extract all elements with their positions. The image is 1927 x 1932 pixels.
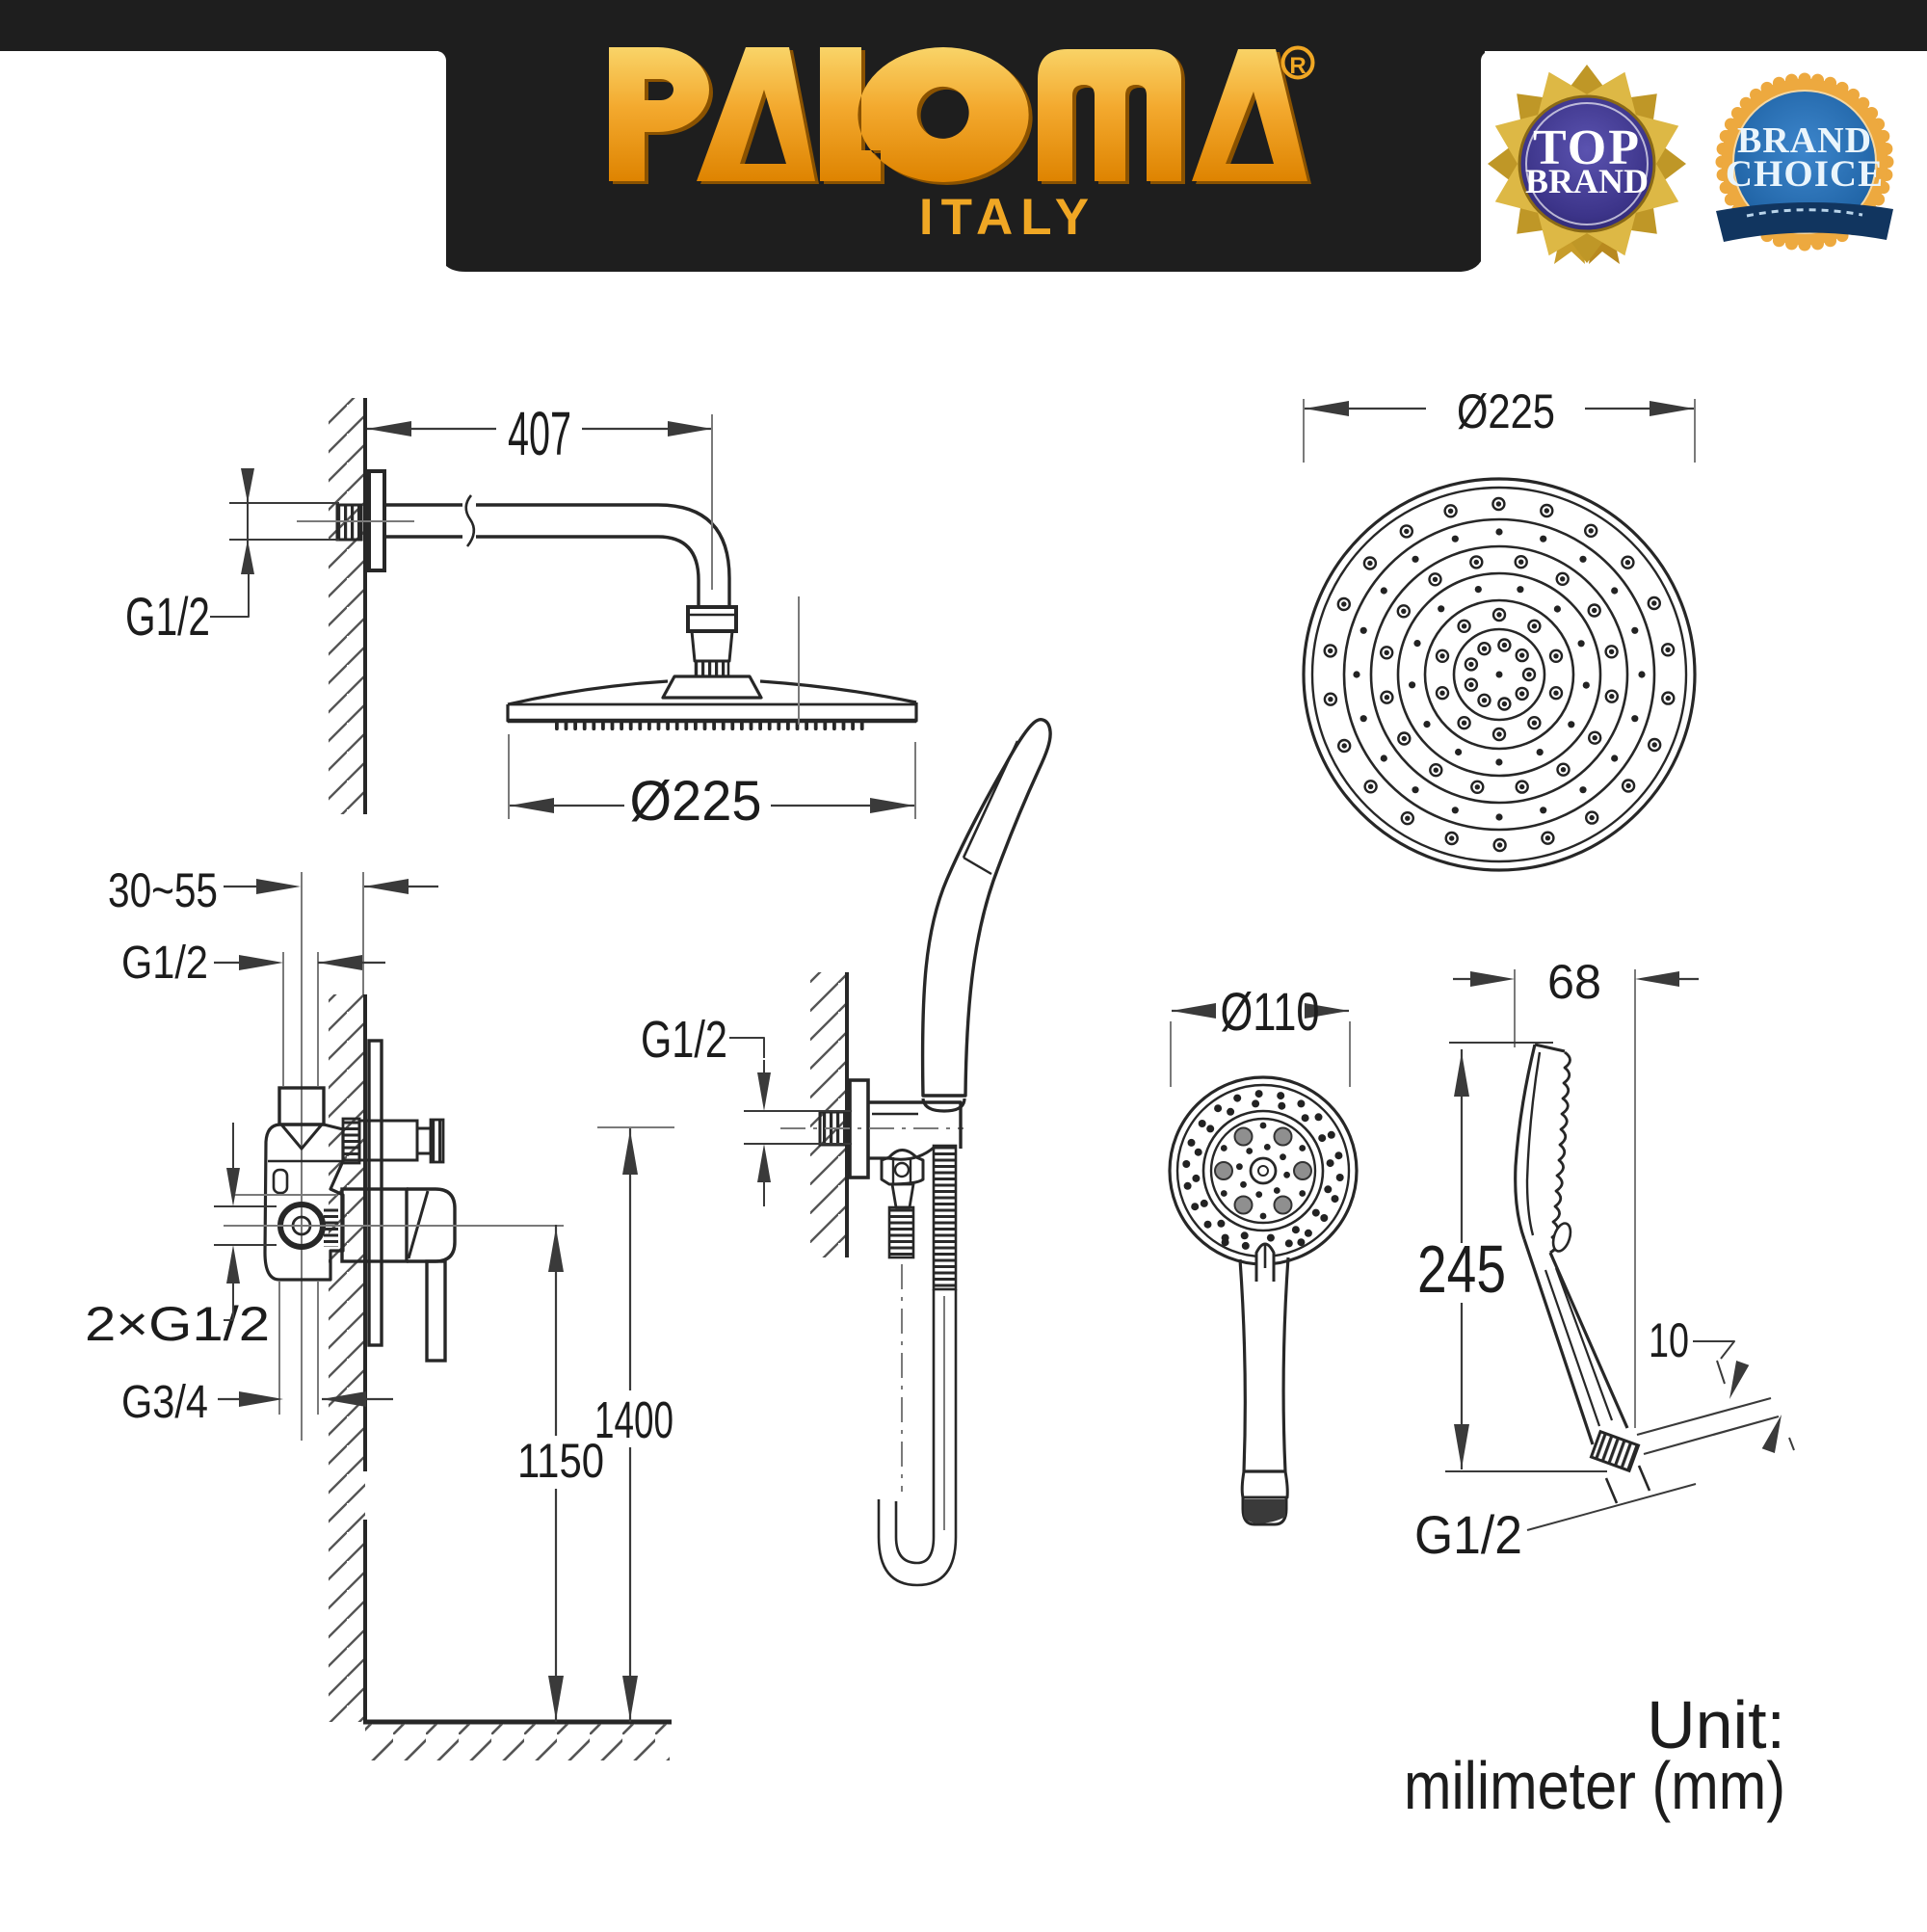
svg-text:CHOICE: CHOICE xyxy=(1726,153,1884,195)
svg-text:Ø225: Ø225 xyxy=(1457,384,1555,438)
svg-text:G1/2: G1/2 xyxy=(125,586,210,647)
svg-text:G3/4: G3/4 xyxy=(121,1377,208,1428)
svg-text:Ø110: Ø110 xyxy=(1221,981,1320,1042)
svg-text:G1/2: G1/2 xyxy=(641,1011,727,1069)
svg-text:30~55: 30~55 xyxy=(108,863,218,917)
svg-text:Ø225: Ø225 xyxy=(630,770,762,833)
svg-text:2×G1/2: 2×G1/2 xyxy=(85,1297,270,1351)
svg-text:G1/2: G1/2 xyxy=(121,938,208,989)
svg-text:407: 407 xyxy=(508,399,571,468)
svg-text:BRAND: BRAND xyxy=(1525,162,1649,200)
svg-text:G1/2: G1/2 xyxy=(1414,1504,1522,1565)
svg-text:Unit:: Unit: xyxy=(1647,1687,1785,1762)
svg-text:1150: 1150 xyxy=(517,1434,604,1488)
svg-text:ITALY: ITALY xyxy=(919,189,1096,246)
svg-text:TOP: TOP xyxy=(1533,120,1641,175)
svg-text:10: 10 xyxy=(1649,1313,1689,1367)
svg-text:milimeter (mm): milimeter (mm) xyxy=(1404,1748,1785,1823)
svg-text:1400: 1400 xyxy=(594,1391,673,1449)
svg-text:68: 68 xyxy=(1547,955,1601,1009)
svg-text:BRAND: BRAND xyxy=(1737,120,1872,161)
svg-text:245: 245 xyxy=(1417,1231,1506,1307)
svg-text:R: R xyxy=(1289,53,1306,79)
